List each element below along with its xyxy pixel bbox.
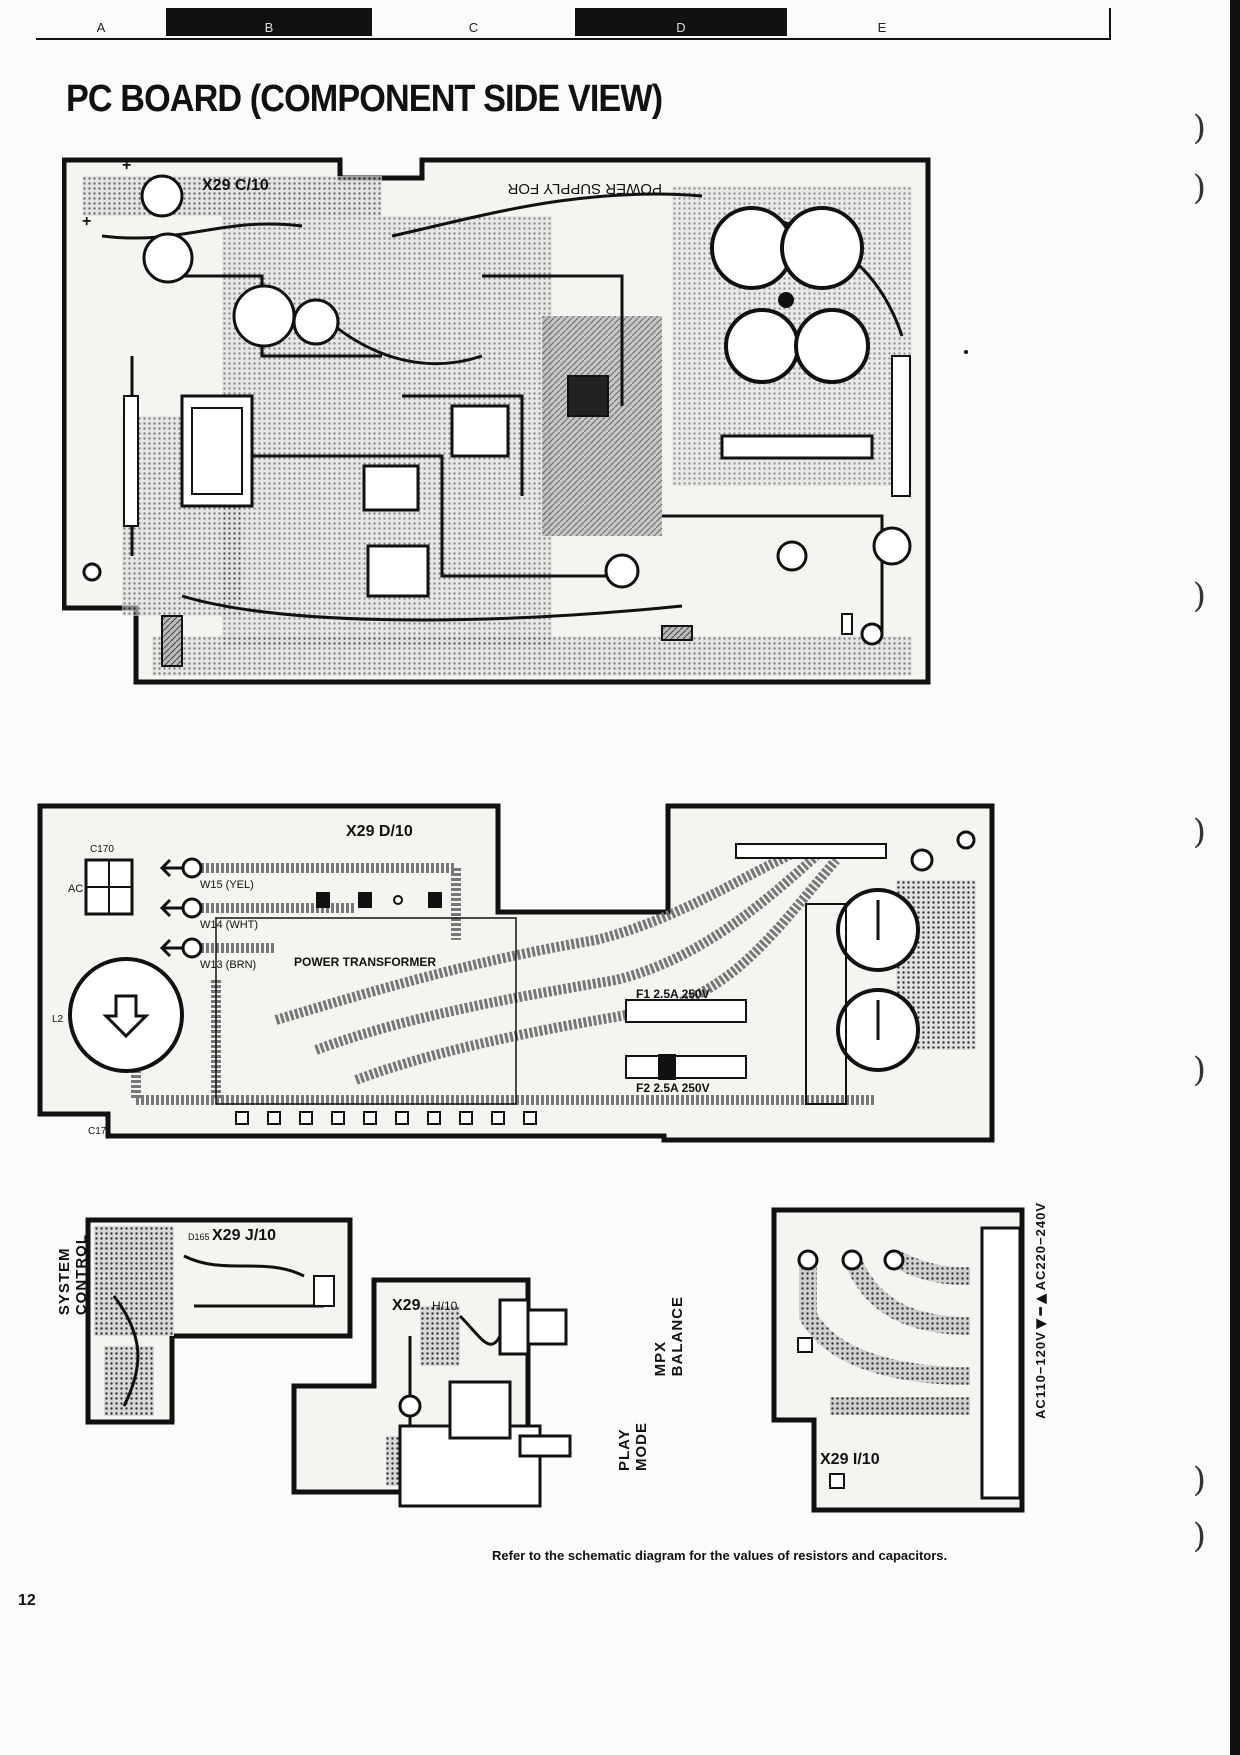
dot-marker xyxy=(964,350,968,354)
play-mode-label: PLAY MODE xyxy=(616,1422,650,1471)
board-j10-artwork: X29 J/10 D165 xyxy=(85,1217,353,1425)
zone-a: A xyxy=(96,20,106,35)
zone-e: E xyxy=(877,20,887,35)
binder-mark-1: ) xyxy=(1192,108,1206,148)
binder-mark-3: ) xyxy=(1192,576,1206,616)
board-c10: X29 C/10 POWER SUPPLY FOR + + xyxy=(62,156,932,686)
svg-text:+: + xyxy=(82,213,91,230)
board-c10-artwork: X29 C/10 POWER SUPPLY FOR + + xyxy=(62,157,931,685)
voltage-selector-label: AC110−120V◀━▶AC220−240V xyxy=(1033,1202,1048,1419)
label-ac: AC xyxy=(68,883,83,895)
board-h10-artwork: X29 H/10 xyxy=(291,1277,572,1508)
board-i10-id: X29 I/10 xyxy=(820,1451,880,1468)
board-c10-id: X29 C/10 xyxy=(202,177,269,194)
binder-mark-5: ) xyxy=(1192,1050,1206,1090)
board-i10: X29 I/10 xyxy=(770,1206,1040,1526)
board-j10: X29 J/10 D165 xyxy=(84,1216,354,1426)
board-i10-artwork: X29 I/10 xyxy=(771,1207,1025,1513)
label-c171: C171 xyxy=(88,1126,112,1137)
zone-d: D xyxy=(575,8,787,36)
board-h10: X29 H/10 xyxy=(290,1276,580,1526)
label-l2: L2 xyxy=(52,1014,64,1025)
wire-label-yel: W15 (YEL) xyxy=(200,879,254,891)
board-d10-artwork: X29 D/10 POWER TRANSFORMER W15 (YEL) W14… xyxy=(37,803,995,1143)
binder-mark-4: ) xyxy=(1192,812,1206,852)
footnote: Refer to the schematic diagram for the v… xyxy=(492,1548,948,1563)
page-number: 12 xyxy=(18,1592,36,1609)
wire-label-brn: W13 (BRN) xyxy=(200,959,256,971)
label-d165: D165 xyxy=(188,1232,210,1242)
binder-mark-7: ) xyxy=(1192,1516,1206,1556)
label-c170: C170 xyxy=(90,844,114,855)
svg-text:+: + xyxy=(122,157,131,174)
zone-c: C xyxy=(468,20,479,35)
binder-mark-6: ) xyxy=(1192,1460,1206,1500)
fuse-f1-label: F1 2.5A 250V xyxy=(636,987,710,1001)
board-d10-id: X29 D/10 xyxy=(346,823,413,840)
board-h10-id-suffix: H/10 xyxy=(432,1299,458,1313)
board-h10-id: X29 xyxy=(392,1297,421,1314)
board-j10-id: X29 J/10 xyxy=(212,1227,276,1244)
page-title: PC BOARD (COMPONENT SIDE VIEW) xyxy=(66,78,663,120)
binder-mark-2: ) xyxy=(1192,168,1206,208)
zone-b: B xyxy=(166,8,372,36)
page-right-edge xyxy=(1230,0,1240,1755)
mpx-balance-label: MPX BALANCE xyxy=(652,1296,686,1377)
board-d10-transformer: POWER TRANSFORMER xyxy=(294,955,436,969)
zone-ruler: A B C D E xyxy=(36,8,1111,40)
ruler-end-tick xyxy=(1109,8,1111,38)
wire-label-wht: W14 (WHT) xyxy=(200,919,258,931)
board-c10-silkscreen: POWER SUPPLY FOR xyxy=(507,180,662,197)
fuse-f2-label: F2 2.5A 250V xyxy=(636,1081,710,1095)
board-d10: X29 D/10 POWER TRANSFORMER W15 (YEL) W14… xyxy=(36,800,996,1180)
